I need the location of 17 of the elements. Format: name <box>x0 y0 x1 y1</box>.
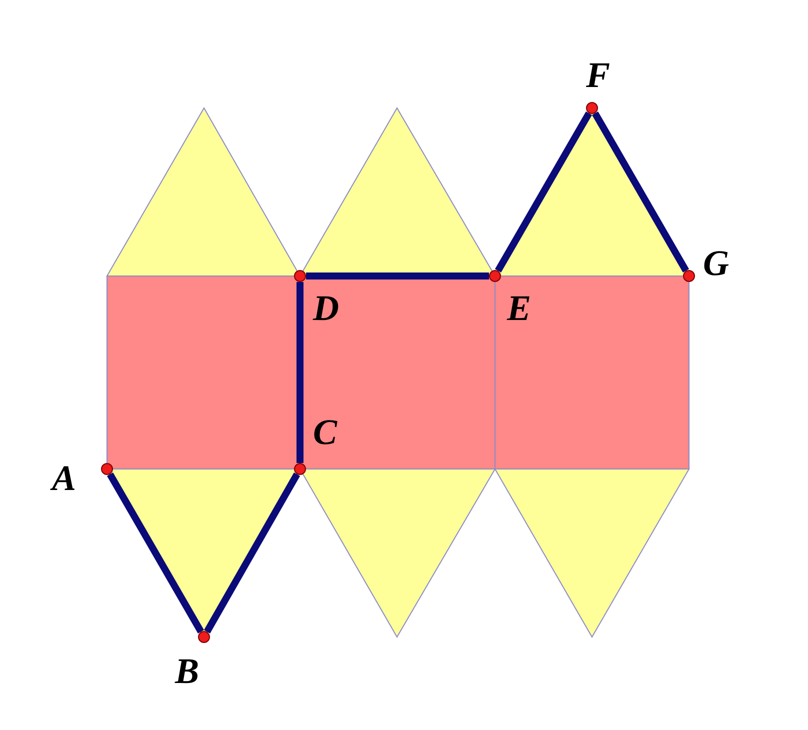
point-label: G <box>703 245 729 281</box>
point-label: A <box>52 460 76 496</box>
point-marker <box>683 270 695 282</box>
point-label: D <box>313 290 339 326</box>
point-marker <box>198 631 210 643</box>
line-segment <box>106 472 204 634</box>
line-segment <box>592 111 690 273</box>
point-marker <box>101 463 113 475</box>
line-segment <box>204 472 300 634</box>
line-segment <box>296 282 304 463</box>
point-label: E <box>507 290 532 326</box>
point-label: B <box>175 653 200 689</box>
line-segment <box>306 272 489 280</box>
point-label: F <box>586 57 610 93</box>
point-label: C <box>313 414 338 450</box>
point-marker <box>586 102 598 114</box>
line-segment <box>494 111 592 273</box>
